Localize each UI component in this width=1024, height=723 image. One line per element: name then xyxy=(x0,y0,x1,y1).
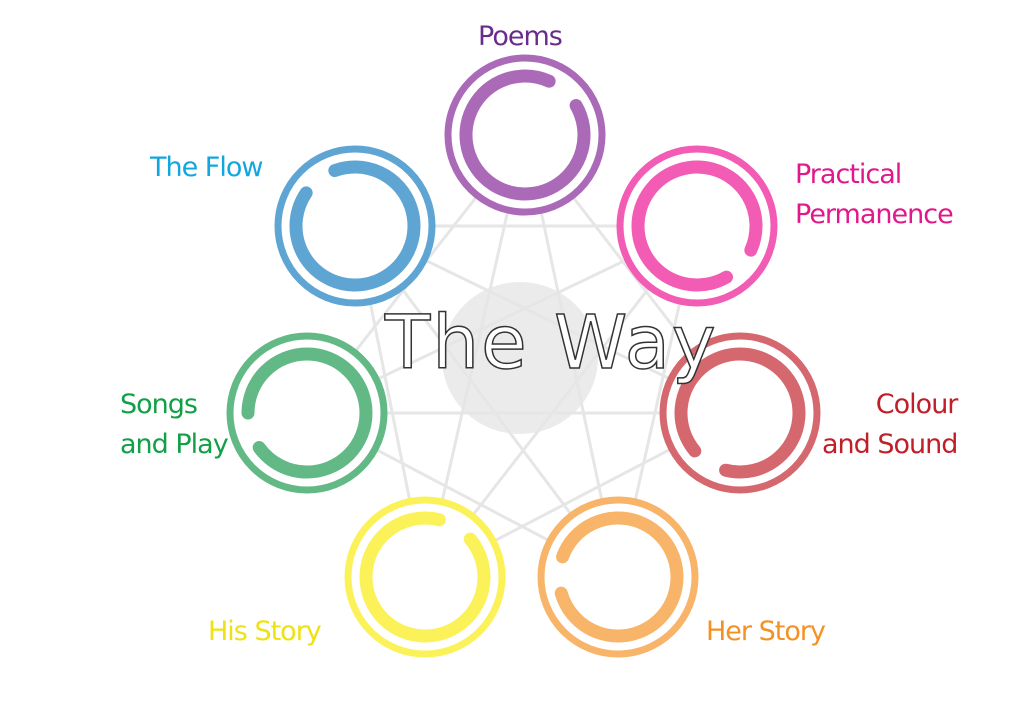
node-brush-ring xyxy=(631,160,763,292)
node-brush-ring xyxy=(241,347,373,479)
label-poems: Poems xyxy=(478,17,563,57)
center-title: The Way xyxy=(384,299,718,387)
label-line: and Play xyxy=(120,429,229,460)
node-brush-ring xyxy=(552,511,684,643)
label-line: Songs xyxy=(120,389,198,420)
label-line: and Sound xyxy=(822,429,958,460)
label-the-flow: The Flow xyxy=(150,148,263,188)
node-brush-ring xyxy=(289,160,421,292)
label-line: Colour xyxy=(875,389,959,420)
label-line: Practical xyxy=(795,159,902,190)
label-line: His Story xyxy=(208,616,322,647)
label-line: The Flow xyxy=(150,152,263,183)
label-his-story: His Story xyxy=(208,612,322,652)
label-line: Permanence xyxy=(795,199,954,230)
node-brush-ring xyxy=(674,347,806,479)
node-brush-ring xyxy=(359,511,491,643)
node-brush-ring xyxy=(459,69,591,201)
label-songs-and-play: Songs and Play xyxy=(120,385,229,465)
label-line: Poems xyxy=(478,21,563,52)
label-colour-and-sound: Colour and Sound xyxy=(822,385,959,465)
label-her-story: Her Story xyxy=(706,612,826,652)
label-line: Her Story xyxy=(706,616,826,647)
